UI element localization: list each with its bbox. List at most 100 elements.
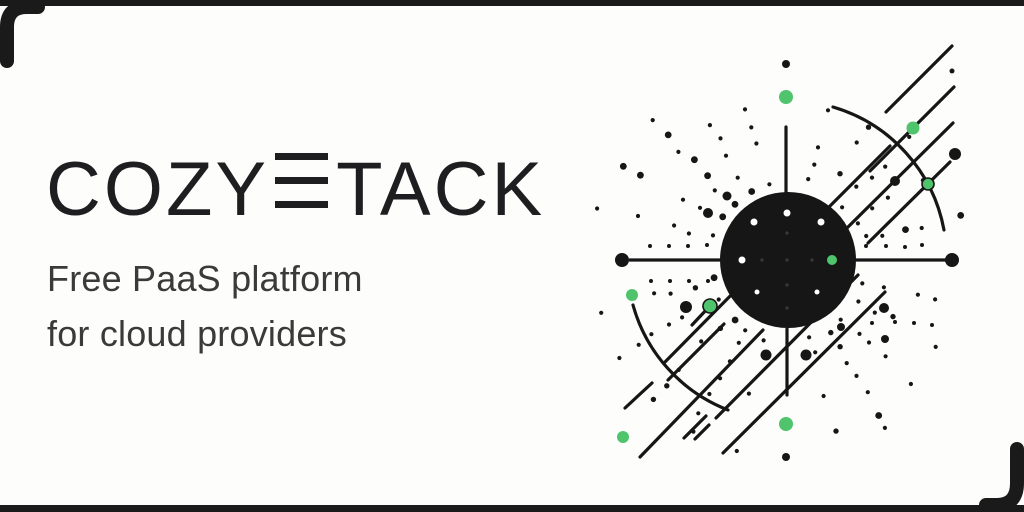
illustration-dot xyxy=(664,383,670,389)
illustration-dot xyxy=(881,285,887,290)
black-accent-dot xyxy=(949,148,961,160)
axis-end-dot xyxy=(615,253,629,267)
illustration-dot xyxy=(680,315,685,320)
illustration-dot xyxy=(731,200,739,208)
illustration-dot xyxy=(865,390,870,395)
illustration-dot xyxy=(668,291,673,296)
illustration-dot xyxy=(860,281,865,286)
inner-circle-dot xyxy=(754,289,760,295)
inner-circle-dot xyxy=(738,256,746,264)
illustration-dot xyxy=(649,279,653,283)
illustration-dot xyxy=(833,428,839,434)
illustration-dot xyxy=(838,317,843,322)
illustration-dot xyxy=(692,285,699,291)
illustration-dot xyxy=(915,292,921,297)
black-accent-dot xyxy=(881,335,889,343)
logo-cozystack: COZY TACK xyxy=(46,152,545,228)
illustration-dot xyxy=(854,373,859,378)
green-accent-dot xyxy=(626,289,638,301)
illustration-dot xyxy=(707,123,713,128)
logo-text-cozy: COZY xyxy=(46,147,270,232)
illustration-dot xyxy=(854,140,859,145)
illustration-dot xyxy=(617,355,622,361)
black-accent-dot xyxy=(760,349,772,361)
illustration-dot xyxy=(933,344,938,349)
diagonal-line xyxy=(721,290,887,455)
inner-circle-dot xyxy=(750,218,758,226)
illustration-dot xyxy=(883,164,888,169)
illustration-dot xyxy=(815,145,821,150)
illustration-dot xyxy=(719,213,727,221)
illustration-dot xyxy=(870,206,875,211)
illustration-dot xyxy=(650,396,657,403)
illustration-dot xyxy=(821,393,826,399)
illustration-dot xyxy=(723,153,729,158)
illustration-dot xyxy=(864,233,869,239)
illustration-dot xyxy=(743,328,748,333)
illustration-dot xyxy=(806,177,811,182)
illustration-dot xyxy=(907,134,912,139)
black-accent-dot xyxy=(800,349,812,361)
illustration-dot xyxy=(865,124,872,130)
illustration-dot xyxy=(664,131,672,139)
illustration-dot xyxy=(920,243,924,247)
illustration-dot xyxy=(807,335,812,340)
illustration-dot xyxy=(864,244,868,248)
illustration-dot xyxy=(742,107,748,112)
illustration-dot xyxy=(880,233,885,238)
illustration-dot xyxy=(813,350,818,355)
black-accent-dot xyxy=(879,303,889,313)
green-accent-dot xyxy=(617,431,629,443)
illustration-dot xyxy=(699,339,704,344)
illustration-dot xyxy=(903,245,907,249)
illustration-dot xyxy=(718,136,723,141)
illustration-dot xyxy=(666,322,672,327)
black-accent-dot xyxy=(949,68,955,74)
illustration-dot xyxy=(736,340,741,345)
inner-circle-dot xyxy=(783,209,791,217)
diagonal-line xyxy=(638,328,765,459)
frame-top-bar xyxy=(0,0,1024,6)
illustration-dot xyxy=(710,233,716,238)
illustration-dot xyxy=(706,279,710,283)
green-accent-dot xyxy=(702,298,718,314)
illustration-dot xyxy=(704,172,711,180)
illustration-dot xyxy=(716,297,721,302)
illustration-dot xyxy=(828,329,834,336)
illustration-dot xyxy=(869,175,875,180)
illustration-dot xyxy=(883,354,888,359)
triple-bar-icon xyxy=(275,153,329,208)
illustration-dot xyxy=(696,411,701,416)
frame-corner-top-left xyxy=(0,0,45,68)
black-accent-dot xyxy=(782,453,790,461)
green-accent-dot xyxy=(779,90,793,104)
illustration-dot xyxy=(686,231,692,236)
illustration-dot xyxy=(912,321,916,325)
tagline-line-2: for cloud providers xyxy=(47,313,347,354)
diagonal-line xyxy=(693,423,711,441)
inner-circle-dot xyxy=(785,258,789,262)
illustration-dot xyxy=(893,320,897,324)
illustration-dot xyxy=(767,182,772,187)
black-accent-dot xyxy=(837,323,845,331)
diagonal-line xyxy=(663,281,745,364)
inner-circle-dot xyxy=(827,255,837,265)
diagonal-line xyxy=(666,322,726,382)
illustration-dot xyxy=(837,171,843,177)
illustration-dot xyxy=(735,175,740,180)
illustration-dot xyxy=(749,125,754,130)
illustration-dot xyxy=(754,141,759,146)
illustration-dot xyxy=(635,213,641,219)
illustration-dot xyxy=(882,425,888,430)
diagonal-line xyxy=(623,381,654,410)
illustration-dot xyxy=(680,197,686,202)
illustration-dot xyxy=(668,279,672,283)
illustration-dot xyxy=(919,225,924,231)
axis-end-dot xyxy=(945,253,959,267)
illustration-dot xyxy=(812,162,817,167)
illustration-dot xyxy=(712,188,717,193)
tagline: Free PaaS platform for cloud providers xyxy=(47,251,363,361)
illustration-dot xyxy=(687,279,691,283)
inner-circle-dot xyxy=(817,218,825,226)
